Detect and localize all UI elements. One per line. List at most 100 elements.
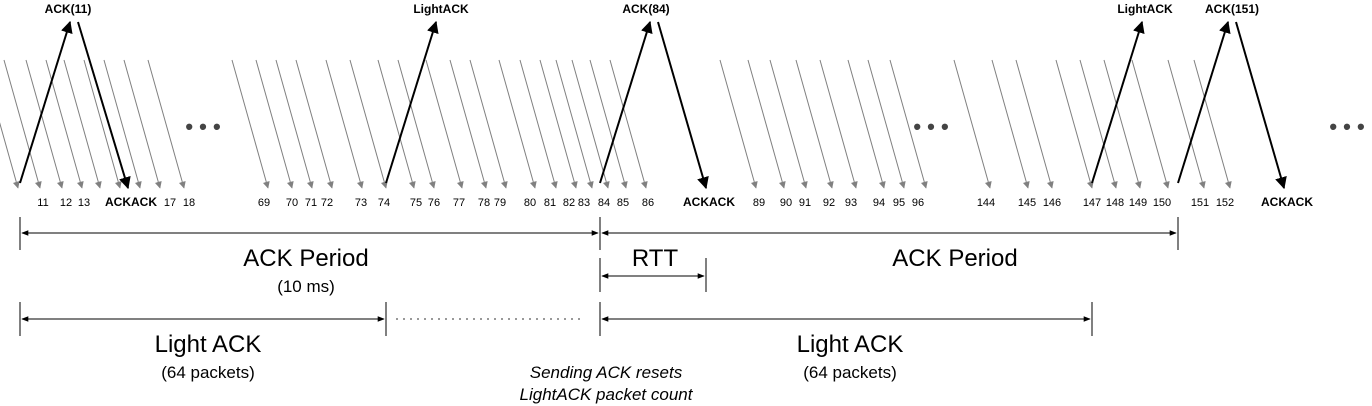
ellipsis-2: • • • [913,114,948,139]
packet-number-95: 95 [893,197,905,209]
packet-arrow-unlabeled-0 [0,122,20,189]
ack84-label: ACK(84) [622,2,669,16]
packet-number-71: 71 [305,197,317,209]
packet-number-73: 73 [355,197,367,209]
packet-arrow-86 [609,59,648,189]
packet-number-148: 148 [1106,197,1124,209]
packet-arrow-81 [519,59,558,189]
packet-number-79: 79 [494,197,506,209]
packet-arrow-76 [397,59,436,189]
packet-number-72: 72 [321,197,333,209]
packet-number-84: 84 [598,197,610,209]
packet-number-147: 147 [1083,197,1101,209]
packet-number-145: 145 [1018,197,1036,209]
ack84-arrow [599,20,653,184]
packet-number-149: 149 [1129,197,1147,209]
packet-arrow-79 [469,59,508,189]
packet-number-94: 94 [873,197,885,209]
packet-number-78: 78 [478,197,490,209]
packet-number-91: 91 [799,197,811,209]
packet-arrow-80 [498,59,537,189]
packet-arrow-85 [589,59,628,189]
ack-period-2-label: ACK Period [892,245,1017,272]
packet-number-17: 17 [164,197,176,209]
packet-arrow-94 [847,59,886,189]
packet-arrow-146 [1015,59,1054,189]
lightack2-arrow [1091,20,1145,184]
packet-arrow-72 [295,59,334,189]
packet-arrow-149 [1103,59,1142,189]
packet-arrow-82 [539,59,578,189]
packet-arrow-71 [275,59,314,189]
packet-number-151: 151 [1191,197,1209,209]
control-arrows [19,20,1287,190]
packet-number-152: 152 [1216,197,1234,209]
packet-arrow-147 [1055,59,1094,189]
ack11-label: ACK(11) [45,2,92,16]
packet-number-92: 92 [823,197,835,209]
lightack1-label: LightACK [413,2,469,16]
ellipsis-1: • • • [185,114,220,139]
packet-number-74: 74 [378,197,390,209]
packet-number-89: 89 [753,197,765,209]
packet-number-85: 85 [617,197,629,209]
packet-arrow-unlabeled-2 [83,59,122,189]
ackack2-arrow [657,21,709,190]
ackack1-label: ACKACK [105,195,157,209]
packet-arrow-69 [231,59,270,189]
packet-arrow-145 [991,59,1030,189]
packet-arrow-70 [255,59,294,189]
packet-arrow-93 [819,59,858,189]
packet-arrow-12 [25,59,64,189]
packet-arrow-151 [1167,59,1206,189]
ackack3-arrow [1235,21,1287,190]
packet-number-144: 144 [977,197,995,209]
packet-number-81: 81 [544,197,556,209]
packet-arrow-92 [795,59,834,189]
packet-arrow-77 [425,59,464,189]
packet-arrow-11 [3,59,42,189]
light-ack-2-sublabel: (64 packets) [803,363,897,382]
packet-number-80: 80 [524,197,536,209]
rtt-label: RTT [632,245,679,272]
packet-arrow-84 [571,59,610,189]
ackack2-label: ACKACK [683,195,735,209]
packet-arrow-78 [449,59,488,189]
ackack1-arrow [77,21,131,190]
packet-arrow-73 [325,59,364,189]
packet-arrow-75 [377,59,416,189]
packet-number-69: 69 [258,197,270,209]
ack11-arrow [19,20,73,184]
packet-arrow-83 [555,59,594,189]
packet-arrow-89 [719,59,758,189]
packet-number-83: 83 [578,197,590,209]
packet-number-12: 12 [60,197,72,209]
packet-number-11: 11 [37,197,48,209]
light-ack-dimensions [19,302,1093,336]
packet-arrow-90 [747,59,786,189]
packet-number-75: 75 [410,197,422,209]
packet-number-18: 18 [183,197,195,209]
packet-arrow-unlabeled-1 [63,59,102,189]
ellipsis-3: • • • [1329,114,1364,139]
light-ack-1-sublabel: (64 packets) [161,363,255,382]
note-line-1: Sending ACK resets [530,363,683,382]
packet-number-77: 77 [453,197,465,209]
packet-arrow-17 [123,59,162,189]
light-ack-2-label: Light ACK [797,331,904,358]
packet-number-96: 96 [912,197,924,209]
packet-arrow-unlabeled-3 [103,59,142,189]
ack-period-1-label: ACK Period [243,245,368,272]
packet-arrows [0,59,1232,189]
ack-period-dimensions [19,217,1179,292]
packet-number-150: 150 [1153,197,1171,209]
packet-arrow-150 [1131,59,1170,189]
packet-arrow-74 [349,59,388,189]
lightack2-label: LightACK [1117,2,1173,16]
packet-number-70: 70 [286,197,298,209]
packet-arrow-144 [953,59,992,189]
packet-number-90: 90 [780,197,792,209]
packet-number-76: 76 [428,197,440,209]
